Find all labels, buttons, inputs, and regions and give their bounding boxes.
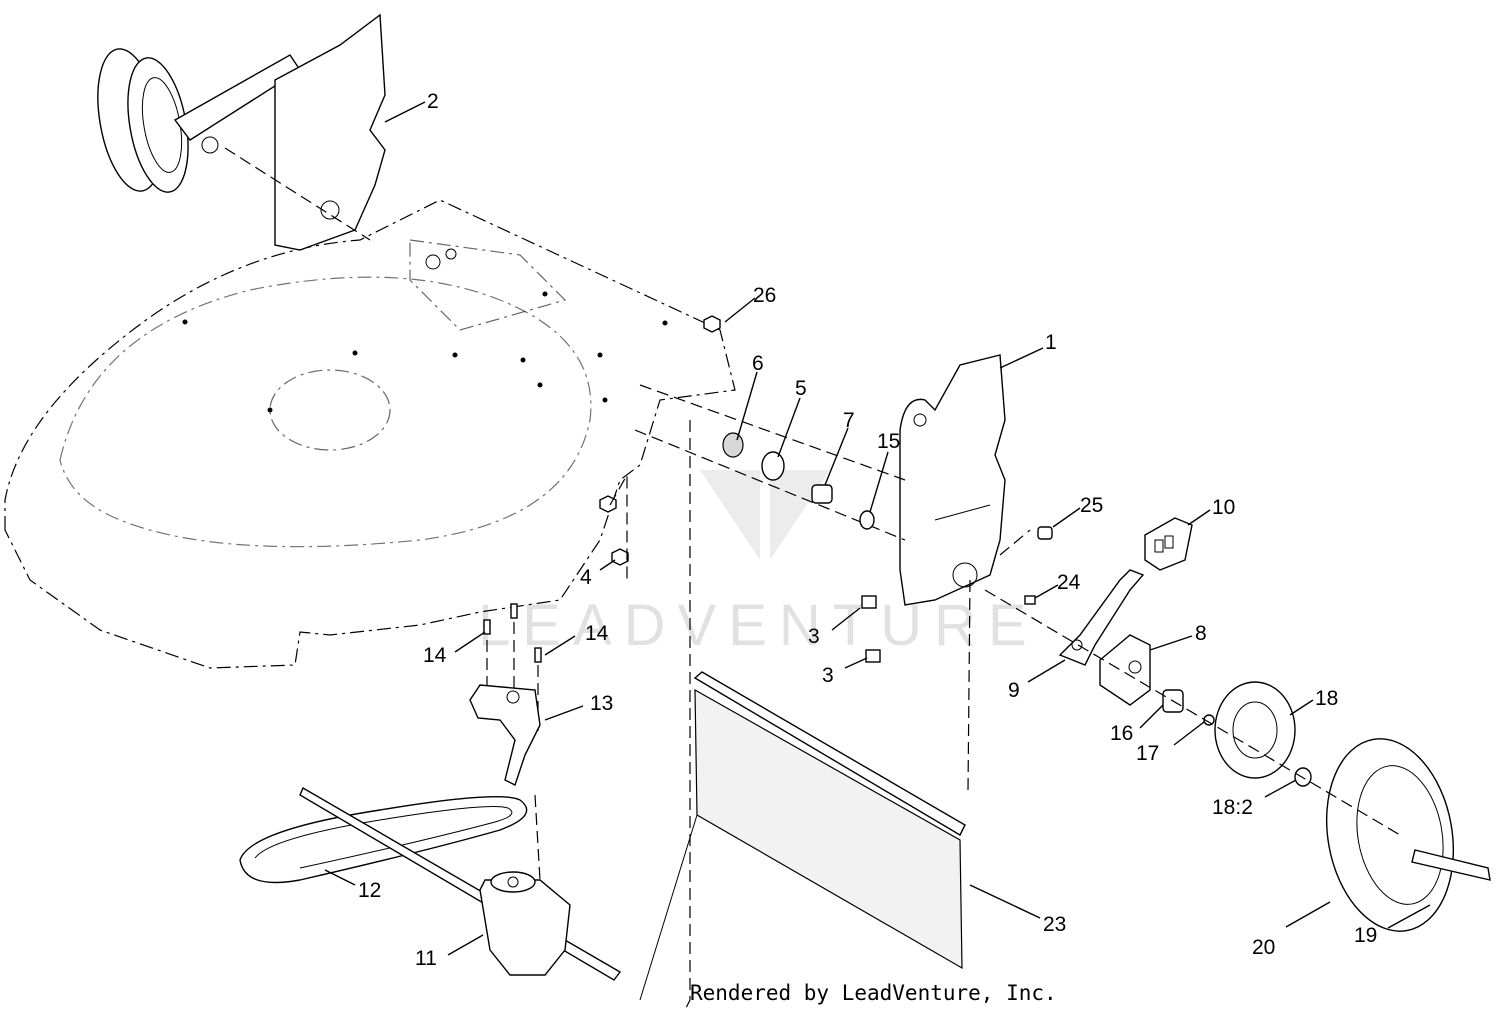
drive-assembly (239, 786, 622, 981)
part-25-pin (1037, 526, 1053, 540)
part-20-wheel (1325, 738, 1455, 932)
part-6-bushing (722, 432, 744, 458)
callout-8: 8 (1195, 622, 1207, 645)
part-17-ring (1203, 714, 1215, 726)
callout-26: 26 (753, 284, 776, 307)
watermark: LEADVENTURE (478, 470, 1039, 658)
mower-deck (4, 199, 736, 669)
callout-23: 23 (1043, 913, 1066, 936)
callout-15: 15 (877, 430, 900, 453)
part-11-transmission (479, 879, 571, 976)
leader-lines (324, 101, 1431, 956)
part-14-screw-left (483, 619, 491, 635)
callout-13: 13 (590, 692, 613, 715)
callout-6: 6 (752, 352, 764, 375)
callout-20: 20 (1252, 936, 1275, 959)
callout-4: 4 (580, 566, 592, 589)
callout-7: 7 (843, 409, 855, 432)
callout-18: 18 (1315, 687, 1338, 710)
callout-16: 16 (1110, 722, 1133, 745)
part-14-screw-right (534, 647, 542, 663)
part-24-screw (1024, 595, 1036, 605)
callout-17: 17 (1136, 742, 1159, 765)
callout-19: 19 (1354, 924, 1377, 947)
part-4-nut-upper (599, 495, 617, 513)
part-18-wheel-hub (1214, 681, 1296, 779)
callout-12: 12 (358, 879, 381, 902)
callout-labels: 1 2 26 6 5 7 15 25 10 24 4 3 3 14 14 13 … (358, 90, 1377, 970)
part-1-height-bracket-right (899, 354, 1006, 606)
callout-5: 5 (795, 377, 807, 400)
part-7-spacer (811, 484, 833, 504)
part-2-height-bracket-left (97, 13, 386, 251)
part-8-plate (1099, 634, 1151, 706)
callout-1: 1 (1045, 331, 1057, 354)
part-10-handle (1144, 517, 1193, 571)
credit-text: Rendered by LeadVenture, Inc. (690, 981, 1057, 1005)
part-4-nut-lower (611, 548, 629, 566)
part-3-bolt-lower (865, 649, 881, 663)
watermark-text: LEADVENTURE (478, 593, 1039, 658)
callout-3-lower: 3 (822, 664, 834, 687)
part-19-bolt (1411, 849, 1491, 881)
callout-14-right: 14 (585, 622, 609, 645)
part-26-nut (703, 315, 721, 333)
watermark-logo-icon (700, 470, 830, 560)
callout-9: 9 (1008, 679, 1020, 702)
callout-24: 24 (1057, 571, 1081, 594)
callout-14-left: 14 (423, 644, 447, 667)
part-18-2-washer (1294, 767, 1312, 787)
callout-25: 25 (1080, 494, 1103, 517)
part-3-bolt-upper (861, 595, 877, 609)
callout-11: 11 (415, 947, 437, 970)
part-23-baffle (639, 420, 971, 1011)
callout-2: 2 (427, 90, 439, 113)
part-14-screw-mid (510, 603, 518, 619)
part-13-bracket (469, 684, 541, 786)
small-hardware (599, 315, 1053, 663)
belt-guide-assembly (469, 603, 542, 786)
callout-3-upper: 3 (808, 625, 820, 648)
front-wheel-assembly (984, 517, 1491, 932)
part-15-washer (859, 510, 875, 530)
callout-18-2: 18:2 (1212, 796, 1253, 819)
callout-10: 10 (1212, 496, 1235, 519)
part-5-bearing (761, 451, 785, 481)
